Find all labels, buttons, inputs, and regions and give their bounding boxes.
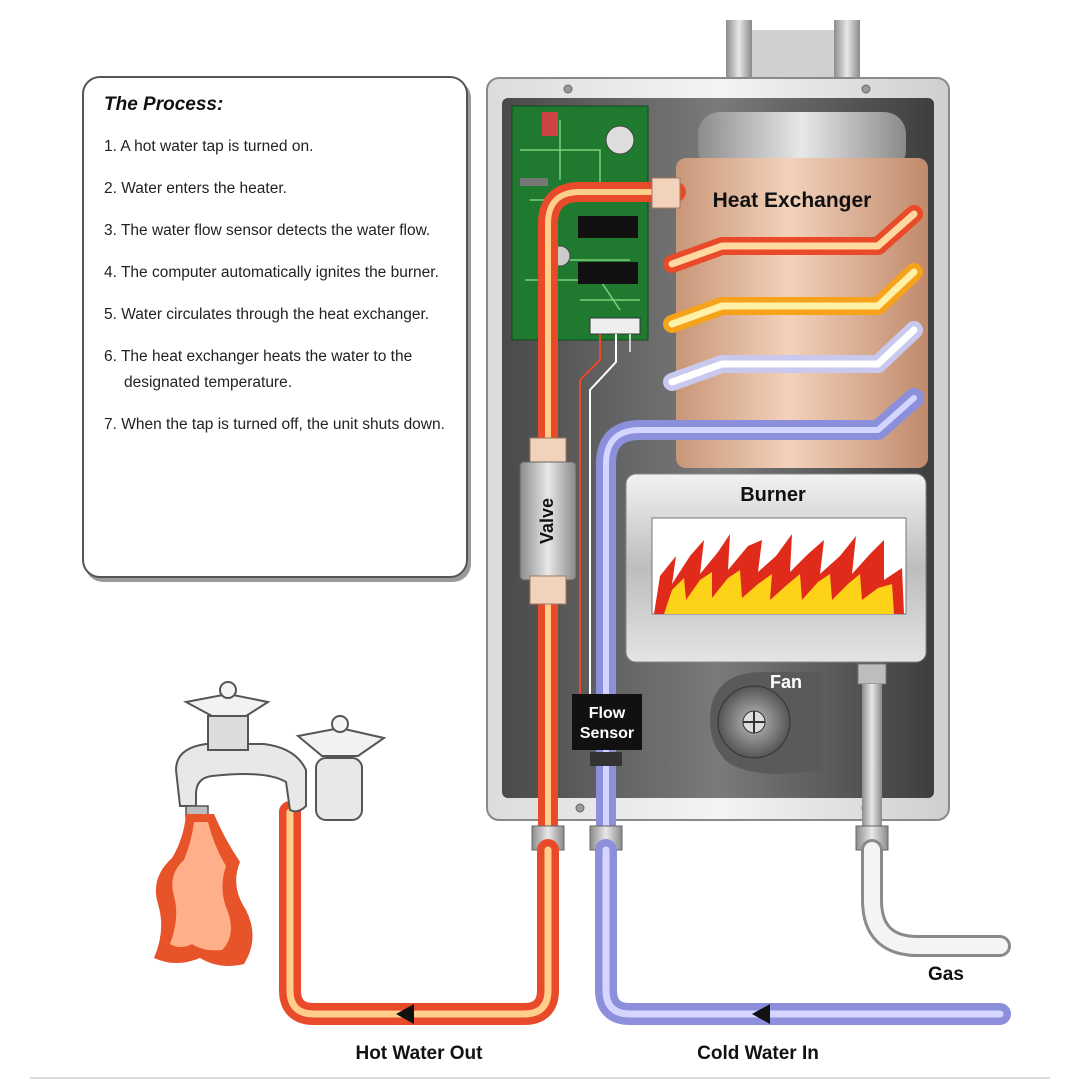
cold-water-arrow [752,1004,770,1024]
burner-label: Burner [740,484,806,506]
process-step: 6. The heat exchanger heats the water to… [104,348,413,391]
cold-water-pipe-external [595,839,1011,1025]
bottom-fittings [531,825,889,851]
valve-label: Valve [537,498,557,544]
process-steps: 1. A hot water tap is turned on. 2. Wate… [104,134,448,438]
process-step: 4. The computer automatically ignites th… [104,264,439,281]
sensor-wires [579,334,631,696]
process-title: The Process: [104,94,224,115]
flow-sensor [572,694,642,766]
flames [654,534,904,614]
process-step: 5. Water circulates through the heat exc… [104,306,430,323]
process-step: 3. The water flow sensor detects the wat… [104,222,431,239]
fan-label: Fan [770,672,802,692]
flow-sensor-label-line2: Sensor [580,725,634,742]
cold-water-pipe-internal [596,388,924,840]
valve [519,437,577,605]
hot-water-out-label: Hot Water Out [355,1043,483,1064]
heat-exchanger-outlet-fitting [651,177,681,209]
gas-label: Gas [928,964,964,985]
coils [663,205,923,391]
hot-water-arrow [396,1004,414,1024]
flue-pipe [726,20,860,80]
circuit-board [511,105,649,341]
burner [625,473,927,663]
gas-pipe-external [861,839,1011,957]
process-panel: The Process: 1. A hot water tap is turne… [82,76,468,578]
process-step: 7. When the tap is turned off, the unit … [104,416,445,433]
heat-exchanger-label: Heat Exchanger [713,189,872,212]
gas-pipe-internal [857,663,887,830]
hot-water-stream-highlight [170,822,231,951]
process-step: 2. Water enters the heater. [104,180,287,197]
faucet [174,681,387,821]
fan [710,672,822,774]
flow-sensor-label-line1: Flow [589,705,626,722]
process-step: 1. A hot water tap is turned on. [104,138,314,155]
cold-water-in-label: Cold Water In [697,1043,819,1064]
hot-water-pipe-internal [538,182,686,840]
hot-water-pipe-external [279,801,559,1025]
